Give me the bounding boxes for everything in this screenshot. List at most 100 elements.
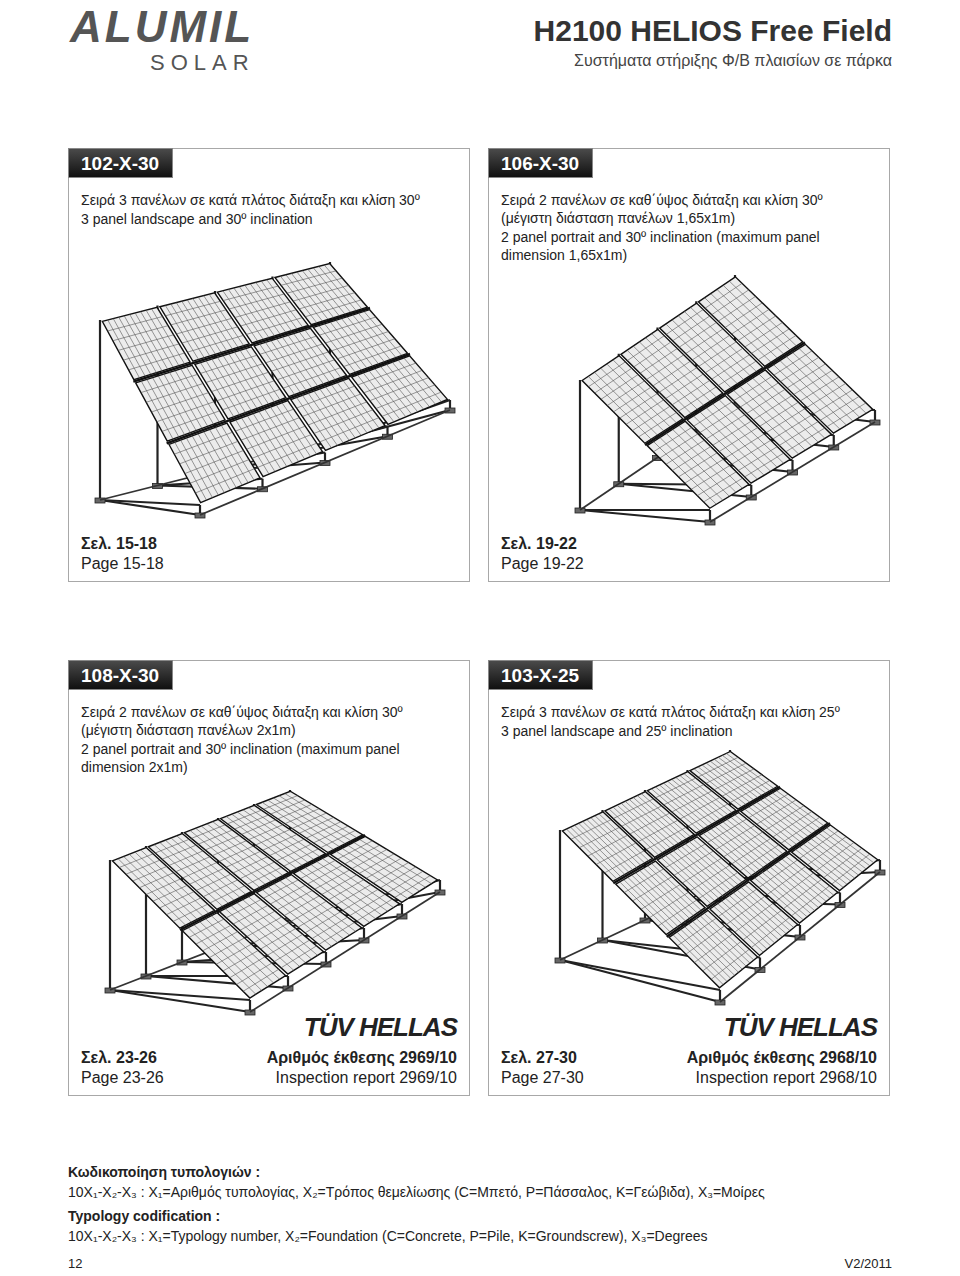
cell-line [613, 799, 653, 819]
cell-line [291, 901, 326, 921]
report-number: Inspection report 2969/10 [276, 1069, 457, 1087]
mounting-rail [613, 787, 780, 884]
cell-line [198, 830, 232, 844]
cell-line [638, 820, 678, 842]
cell-line [718, 296, 755, 321]
cell-line [188, 928, 256, 995]
description-text: Σειρά 2 πανέλων σε καθ΄ύψος διάταξη και … [81, 703, 457, 739]
cell-line [176, 857, 210, 872]
cell-line [233, 857, 267, 873]
solar-array [95, 262, 455, 518]
description-text: Σειρά 3 πανέλων σε κατά πλάτος διάταξη κ… [81, 191, 457, 209]
cell-line [306, 822, 340, 838]
cell-line [706, 763, 746, 783]
cell-line [219, 846, 253, 862]
cell-line [139, 873, 173, 888]
cell-line [607, 381, 644, 406]
cell-line [370, 378, 429, 401]
support-leg [110, 990, 250, 1012]
cell-line [757, 800, 796, 824]
cell-line [791, 886, 829, 916]
cell-line [229, 294, 284, 309]
cell-line [711, 949, 749, 979]
code-tab: 108-X-30 [68, 660, 173, 690]
support-leg [580, 510, 710, 522]
cell-line [254, 923, 289, 943]
cell-line [649, 892, 688, 918]
report-number: Αριθμός έκθεσης 2969/10 [267, 1049, 457, 1067]
cell-line [279, 796, 351, 841]
cell-line [726, 896, 765, 924]
cell-line [664, 783, 713, 824]
cell-line [686, 926, 725, 954]
cell-line [700, 408, 738, 432]
cell-line [241, 418, 299, 441]
cell-line [223, 286, 278, 300]
cell-line [820, 396, 859, 420]
cell-line [588, 362, 625, 387]
cell-line [342, 848, 414, 895]
cell-line [711, 293, 778, 358]
mounting-rail [645, 343, 805, 446]
cell-line [206, 364, 263, 383]
cell-line [691, 465, 730, 489]
cell-line [133, 866, 167, 881]
cell-line [320, 418, 379, 442]
cell-line [146, 383, 203, 402]
page-reference: Σελ. 23-26 [81, 1049, 157, 1067]
cell-line [240, 862, 275, 879]
cell-line [285, 809, 319, 824]
cell-line [653, 361, 690, 386]
page-reference: Page 15-18 [81, 555, 164, 573]
cell-line [277, 891, 312, 910]
cell-line [666, 310, 703, 335]
page-reference: Page 27-30 [501, 1069, 584, 1087]
cell-line [692, 335, 729, 360]
description-text: Σειρά 3 πανέλων σε κατά πλάτος διάταξη κ… [501, 703, 877, 721]
cell-line [719, 824, 767, 865]
cell-line [751, 329, 789, 354]
code-label: 108-X-30 [81, 661, 160, 691]
cell-line [780, 357, 818, 381]
cell-line [241, 310, 297, 326]
cell-line [331, 331, 388, 350]
cell-line [203, 932, 238, 951]
cell-line [666, 844, 706, 868]
cell-line [794, 370, 833, 394]
cell-line [613, 387, 650, 412]
cell-line [226, 899, 261, 917]
cell-line [766, 409, 805, 433]
cell-line [126, 860, 160, 874]
page-reference: Σελ. 27-30 [501, 1049, 577, 1067]
cell-line [380, 867, 415, 888]
cell-line [668, 781, 716, 822]
cell-line [761, 800, 809, 837]
cell-line [677, 918, 716, 946]
cell-line [666, 324, 731, 388]
cell-line [653, 441, 716, 504]
cell-line [698, 757, 738, 777]
page-reference: Page 23-26 [81, 1069, 164, 1087]
cell-line [705, 348, 743, 373]
cell-line [595, 368, 632, 393]
brand-logo: ALUMIL [70, 2, 254, 52]
cell-line [732, 838, 771, 864]
cell-line [319, 317, 376, 335]
cell-line [350, 894, 386, 916]
page-reference: Σελ. 19-22 [501, 535, 577, 553]
cell-line [359, 839, 431, 883]
cell-line [673, 316, 710, 341]
page-number: 12 [68, 1256, 82, 1271]
cell-line [596, 843, 636, 865]
support-leg [580, 509, 710, 511]
certifier-logo: TÜV HELLAS [304, 1012, 457, 1043]
cell-line [146, 879, 180, 895]
code-label: 102-X-30 [81, 149, 160, 179]
cell-line [196, 874, 230, 890]
cell-line [227, 810, 261, 824]
product-panel: 102-X-30Σειρά 3 πανέλων σε κατά πλάτος δ… [68, 148, 470, 582]
cell-line [814, 390, 853, 414]
cell-line [223, 950, 258, 971]
cell-line [765, 806, 804, 831]
cell-line [656, 778, 696, 798]
